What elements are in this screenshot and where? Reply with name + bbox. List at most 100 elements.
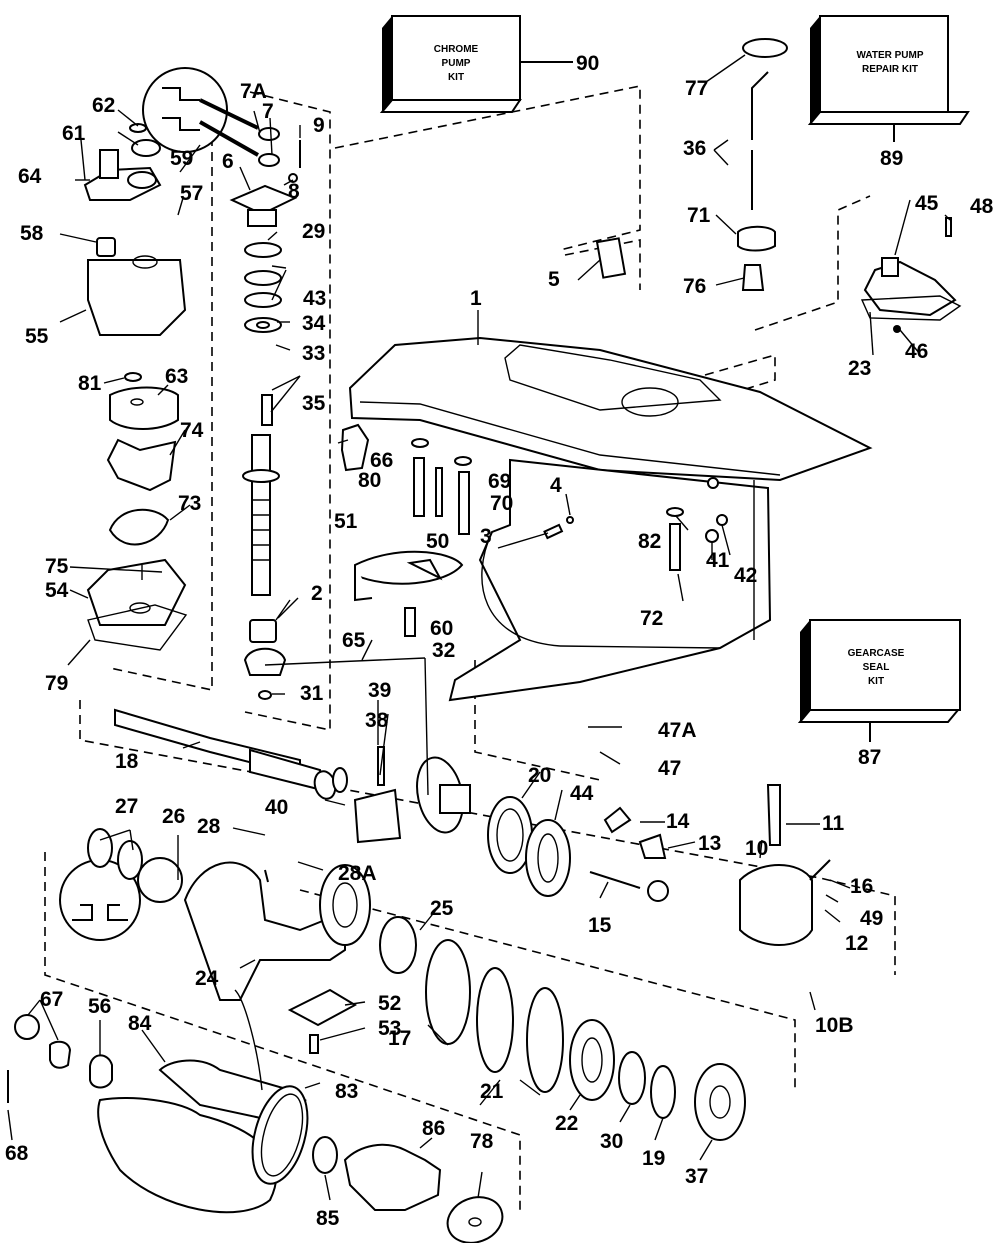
- callout-55: 55: [25, 325, 49, 348]
- callout-35: 35: [302, 392, 326, 415]
- fasteners-and-small-parts: [340, 237, 728, 637]
- callout-47: 47: [658, 757, 681, 780]
- driveshaft-assembly: [229, 127, 301, 700]
- callout-52: 52: [378, 992, 401, 1015]
- callout-76: 76: [683, 275, 706, 298]
- callout-26: 26: [162, 805, 185, 828]
- water-pump-assembly: [83, 67, 259, 651]
- callout-83: 83: [335, 1080, 358, 1103]
- callout-45: 45: [915, 192, 939, 215]
- kit-text-line: CHROME: [434, 44, 479, 55]
- callout-18: 18: [115, 750, 139, 773]
- gearcase-housing: [348, 336, 873, 702]
- kit-text-line: KIT: [868, 676, 884, 687]
- callout-32: 32: [432, 639, 455, 662]
- callout-60: 60: [430, 617, 453, 640]
- callout-14: 14: [666, 810, 690, 833]
- callout-labels: 1 2 3 4 5 6 7 7A 8 9 10 10B 11 12 13 14 …: [5, 52, 994, 1230]
- callout-1: 1: [470, 287, 482, 310]
- callout-87: 87: [858, 746, 881, 769]
- callout-34: 34: [302, 312, 326, 335]
- callout-23: 23: [848, 357, 871, 380]
- callout-7a: 7A: [240, 80, 267, 103]
- callout-79: 79: [45, 672, 68, 695]
- callout-66: 66: [370, 449, 393, 472]
- callout-31: 31: [300, 682, 324, 705]
- callout-30: 30: [600, 1130, 623, 1153]
- callout-86: 86: [422, 1117, 445, 1140]
- callout-24: 24: [195, 967, 219, 990]
- callout-68: 68: [5, 1142, 29, 1165]
- callout-27: 27: [115, 795, 138, 818]
- callout-25: 25: [430, 897, 454, 920]
- callout-48: 48: [970, 195, 994, 218]
- callout-62: 62: [92, 94, 115, 117]
- callout-69: 69: [488, 470, 511, 493]
- callout-50: 50: [426, 530, 449, 553]
- callout-63: 63: [165, 365, 188, 388]
- callout-28: 28: [197, 815, 221, 838]
- callout-2: 2: [311, 582, 323, 605]
- callout-20: 20: [528, 764, 551, 787]
- callout-44: 44: [570, 782, 594, 805]
- callout-4: 4: [550, 474, 562, 497]
- callout-74: 74: [180, 419, 204, 442]
- callout-11: 11: [822, 812, 845, 835]
- callout-54: 54: [45, 579, 69, 602]
- callout-53: 53: [378, 1017, 401, 1040]
- leader-lines: [7, 54, 951, 1201]
- kit-text-line: GEARCASE: [848, 648, 905, 659]
- callout-71: 71: [687, 204, 711, 227]
- kit-text-line: SEAL: [863, 662, 890, 673]
- callout-84: 84: [128, 1012, 152, 1035]
- callout-33: 33: [302, 342, 325, 365]
- callout-56: 56: [88, 995, 111, 1018]
- callout-72: 72: [640, 607, 663, 630]
- callout-64: 64: [18, 165, 42, 188]
- callout-70: 70: [490, 492, 513, 515]
- callout-81: 81: [78, 372, 102, 395]
- callout-10b: 10B: [815, 1014, 854, 1037]
- propeller: [97, 989, 504, 1243]
- callout-40: 40: [265, 796, 288, 819]
- callout-17: 17: [388, 1027, 411, 1050]
- kit-text-line: REPAIR KIT: [862, 64, 918, 75]
- callout-42: 42: [734, 564, 757, 587]
- callout-90: 90: [576, 52, 599, 75]
- kit-box-water-pump-repair: WATER PUMP REPAIR KIT: [807, 15, 970, 142]
- callout-13: 13: [698, 832, 721, 855]
- callout-43: 43: [303, 287, 326, 310]
- propeller-shaft-assembly: [7, 708, 831, 1141]
- callout-65: 65: [342, 629, 366, 652]
- callout-28a: 28A: [338, 862, 377, 885]
- kit-text-line: PUMP: [442, 58, 471, 69]
- callout-3: 3: [480, 525, 492, 548]
- callout-10: 10: [745, 837, 768, 860]
- callout-78: 78: [470, 1130, 494, 1153]
- callout-39: 39: [368, 679, 391, 702]
- kit-text-line: WATER PUMP: [856, 50, 923, 61]
- callout-77: 77: [685, 77, 708, 100]
- callout-19: 19: [642, 1147, 665, 1170]
- callout-80: 80: [358, 469, 381, 492]
- callout-82: 82: [638, 530, 661, 553]
- callout-22: 22: [555, 1112, 578, 1135]
- callout-59: 59: [170, 147, 193, 170]
- callout-37: 37: [685, 1165, 708, 1188]
- callout-21: 21: [480, 1080, 504, 1103]
- callout-9: 9: [313, 114, 325, 137]
- callout-7: 7: [262, 100, 274, 123]
- callout-58: 58: [20, 222, 44, 245]
- callout-75: 75: [45, 555, 69, 578]
- callout-57: 57: [180, 182, 203, 205]
- callout-49: 49: [860, 907, 883, 930]
- callout-61: 61: [62, 122, 86, 145]
- callout-8: 8: [288, 180, 300, 203]
- kit-box-gearcase-seal: GEARCASE SEAL KIT: [797, 619, 961, 742]
- assembly-group-outlines: [44, 85, 896, 1215]
- callout-29: 29: [302, 220, 325, 243]
- kit-box-chrome-pump: CHROME PUMP KIT: [379, 15, 573, 113]
- callout-41: 41: [706, 549, 730, 572]
- callout-38: 38: [365, 709, 389, 732]
